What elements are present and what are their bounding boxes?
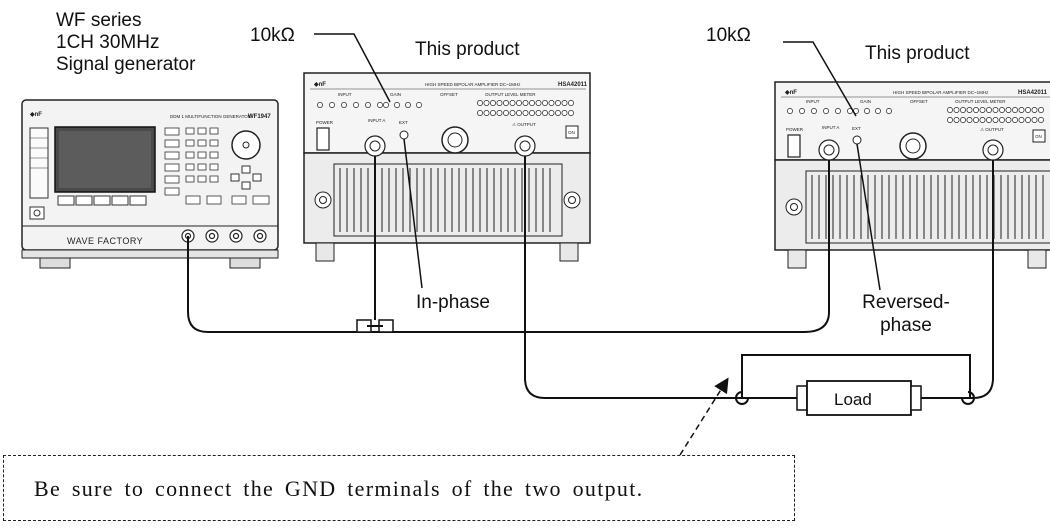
generator-softkeys (57, 195, 147, 206)
phase-label-left: In-phase (416, 292, 490, 313)
svg-text:⚠ OUTPUT: ⚠ OUTPUT (512, 122, 536, 127)
phase-label-right-line-1: Reversed- (862, 292, 950, 313)
generator-bnc-connectors (181, 229, 267, 243)
input-a-bnc-left (364, 135, 386, 157)
svg-text:INPUT: INPUT (806, 99, 820, 104)
svg-text:INPUT A: INPUT A (822, 125, 839, 130)
svg-text:ON: ON (568, 130, 575, 135)
generator-caption-line-3: Signal generator (56, 54, 196, 75)
left-output-cable (524, 156, 742, 399)
svg-text:WF1947: WF1947 (248, 114, 271, 120)
amplifier-title-left: This product (415, 39, 520, 60)
generator-keypad (164, 127, 270, 205)
output-bnc-right (982, 139, 1004, 161)
gnd-loop (741, 354, 971, 398)
svg-text:◆nF: ◆nF (784, 89, 797, 96)
svg-text:POWER: POWER (786, 127, 804, 132)
signal-generator: ◆nF DDM 1 MULTIFUNCTION (21, 99, 279, 269)
signal-cable (187, 160, 830, 333)
svg-text:HIGH SPEED BIPOLAR AMPLIFIER D: HIGH SPEED BIPOLAR AMPLIFIER DC~1MHz (425, 82, 521, 87)
load-resistor (796, 380, 922, 416)
generator-brand: WAVE FACTORY (67, 236, 143, 246)
resistor-label-left: 10kΩ (250, 25, 295, 46)
svg-text:INPUT: INPUT (338, 92, 352, 97)
svg-text:EXT: EXT (852, 126, 861, 131)
load-label: Load (834, 390, 872, 409)
svg-text:OFFSET: OFFSET (910, 99, 928, 104)
svg-text:INPUT A: INPUT A (368, 118, 385, 123)
svg-text:◆nF: ◆nF (313, 81, 326, 88)
svg-text:HSA42011: HSA42011 (1018, 90, 1048, 96)
svg-text:HSA42011: HSA42011 (558, 82, 588, 88)
resistor-label-right: 10kΩ (706, 25, 751, 46)
svg-text:OUTPUT LEVEL METER: OUTPUT LEVEL METER (485, 92, 536, 97)
generator-caption-line-1: WF series (56, 10, 142, 31)
svg-text:⚠ OUTPUT: ⚠ OUTPUT (980, 127, 1004, 132)
svg-text:HIGH SPEED BIPOLAR AMPLIFIER D: HIGH SPEED BIPOLAR AMPLIFIER DC~1MHz (893, 90, 989, 95)
svg-text:GAIN: GAIN (390, 92, 401, 97)
svg-text:OUTPUT LEVEL METER: OUTPUT LEVEL METER (955, 99, 1006, 104)
leader-lines (314, 33, 881, 291)
wiring (187, 156, 994, 405)
generator-side-buttons (29, 127, 49, 220)
generator-logo: ◆nF (29, 111, 42, 118)
svg-text:ON: ON (1035, 134, 1042, 139)
power-switch-right (787, 134, 801, 158)
note-pointer-arrow (679, 377, 729, 456)
input-a-bnc-right (818, 139, 840, 161)
note-box (3, 455, 795, 521)
amplifier-left: ◆nF HIGH SPEED BIPOLAR AMPLIFIER DC~1MHz… (303, 72, 591, 262)
phase-label-right-line-2: phase (880, 315, 932, 336)
note-text: Be sure to connect the GND terminals of … (34, 476, 644, 501)
svg-text:OFFSET: OFFSET (440, 92, 458, 97)
svg-text:DDM 1 MULTIFUNCTION GENERATOR: DDM 1 MULTIFUNCTION GENERATOR (170, 114, 252, 119)
generator-knob (231, 130, 261, 160)
svg-text:POWER: POWER (316, 120, 334, 125)
amplifier-right: ◆nF HIGH SPEED BIPOLAR AMPLIFIER DC~1MHz… (774, 81, 1050, 269)
svg-text:EXT: EXT (399, 120, 408, 125)
generator-caption-line-2: 1CH 30MHz (56, 32, 160, 53)
power-switch-left (316, 127, 330, 151)
amplifier-title-right: This product (865, 43, 970, 64)
heatsink-fins-left (333, 163, 563, 237)
svg-text:GAIN: GAIN (860, 99, 871, 104)
output-bnc-left (514, 135, 536, 157)
